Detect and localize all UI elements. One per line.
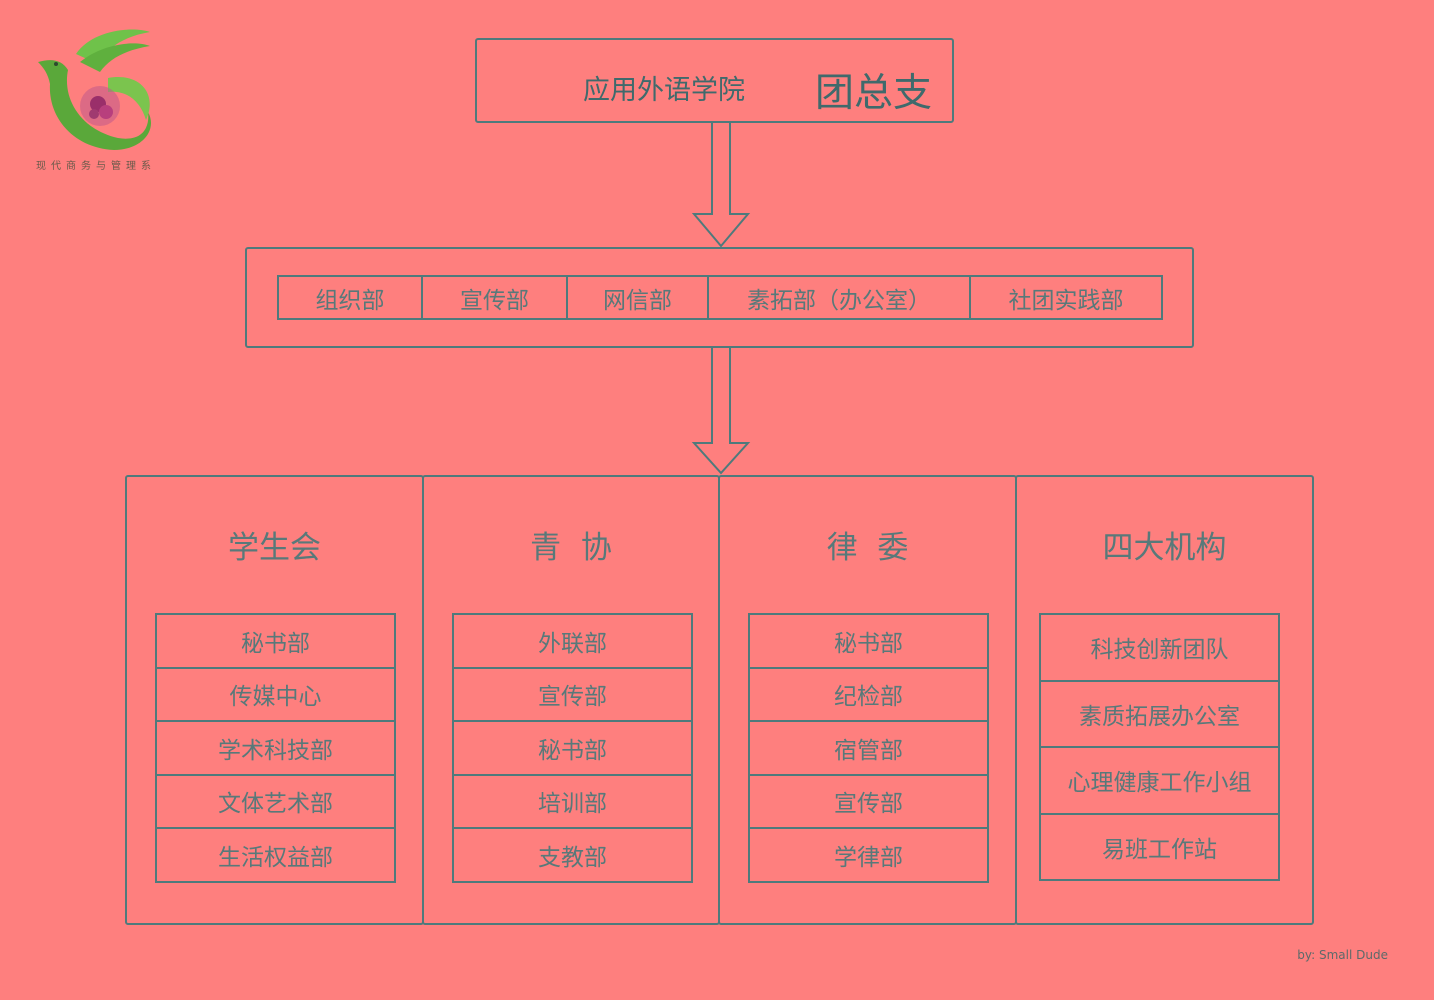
list-item: 生活权益部	[155, 827, 396, 883]
column-student-union: 学生会 秘书部 传媒中心 学术科技部 文体艺术部 生活权益部	[125, 475, 424, 925]
column-title: 学生会	[228, 530, 321, 566]
list-item: 外联部	[452, 613, 693, 669]
column-title: 律 委	[826, 530, 909, 566]
column-list: 科技创新团队 素质拓展办公室 心理健康工作小组 易班工作站	[1039, 613, 1280, 881]
column-four-institutions: 四大机构 科技创新团队 素质拓展办公室 心理健康工作小组 易班工作站	[1015, 475, 1314, 925]
logo-bird-icon	[38, 29, 151, 150]
list-item: 宿管部	[748, 720, 989, 776]
logo-caption: 现代商务与管理系	[36, 161, 156, 172]
list-item: 宣传部	[748, 773, 989, 829]
departments-box	[245, 247, 1194, 348]
logo	[22, 20, 172, 160]
column-list: 秘书部 传媒中心 学术科技部 文体艺术部 生活权益部	[155, 613, 396, 883]
column-discipline-committee: 律 委 秘书部 纪检部 宿管部 宣传部 学律部	[718, 475, 1017, 925]
list-item: 心理健康工作小组	[1039, 746, 1280, 815]
list-item: 学术科技部	[155, 720, 396, 776]
list-item: 学律部	[748, 827, 989, 883]
college-name: 应用外语学院	[583, 75, 745, 106]
list-item: 易班工作站	[1039, 812, 1280, 881]
list-item: 文体艺术部	[155, 773, 396, 829]
author-credit: by: Small Dude	[1297, 948, 1388, 962]
arrow-down-icon	[691, 347, 751, 475]
list-item: 秘书部	[155, 613, 396, 669]
list-item: 传媒中心	[155, 666, 396, 722]
league-branch-title: 团总支	[815, 71, 933, 116]
department-cell: 素拓部（办公室）	[707, 275, 971, 320]
column-youth-association: 青 协 外联部 宣传部 秘书部 培训部 支教部	[422, 475, 720, 925]
column-list: 秘书部 纪检部 宿管部 宣传部 学律部	[748, 613, 989, 883]
list-item: 支教部	[452, 827, 693, 883]
list-item: 秘书部	[748, 613, 989, 669]
column-title: 四大机构	[1102, 530, 1227, 566]
column-list: 外联部 宣传部 秘书部 培训部 支教部	[452, 613, 693, 883]
department-cell: 组织部	[277, 275, 423, 320]
column-title: 青 协	[530, 530, 612, 566]
list-item: 素质拓展办公室	[1039, 679, 1280, 748]
department-cell: 宣传部	[421, 275, 568, 320]
department-cell: 网信部	[566, 275, 709, 320]
list-item: 宣传部	[452, 666, 693, 722]
top-box: 应用外语学院 团总支	[475, 38, 954, 123]
list-item: 科技创新团队	[1039, 613, 1280, 682]
department-cell: 社团实践部	[969, 275, 1163, 320]
departments-row: 组织部 宣传部 网信部 素拓部（办公室） 社团实践部	[277, 275, 1163, 320]
list-item: 纪检部	[748, 666, 989, 722]
arrow-down-icon	[691, 122, 751, 248]
list-item: 秘书部	[452, 720, 693, 776]
list-item: 培训部	[452, 773, 693, 829]
